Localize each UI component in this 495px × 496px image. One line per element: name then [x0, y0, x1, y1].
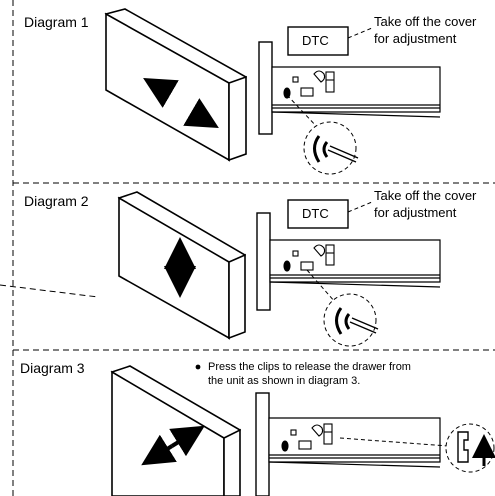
side-bracket — [255, 392, 270, 496]
slide-rail — [269, 239, 441, 288]
adjuster-clip — [283, 70, 335, 99]
panel-1-dtc-label: DTC — [302, 33, 329, 48]
panel-2-note-line-2: for adjustment — [374, 205, 457, 220]
side-bracket — [258, 41, 273, 135]
panel-2-note-line-1: Take off the cover — [374, 188, 477, 203]
panel-1-note-line-1: Take off the cover — [374, 14, 477, 29]
panel-2-drawings — [117, 191, 441, 347]
panel-3-title: Diagram 3 — [20, 360, 85, 376]
slide-rail — [271, 66, 441, 118]
bullet-dot — [195, 364, 201, 370]
panel-1-title: Diagram 1 — [24, 14, 89, 30]
panel-3-bullet-line-1: Press the clips to release the drawer fr… — [208, 361, 411, 373]
side-bracket — [256, 212, 271, 311]
drawer-front-panel — [104, 8, 247, 162]
panel-1-drawings — [104, 8, 441, 175]
dtc-box — [287, 26, 349, 56]
adjust-arrows-double — [141, 425, 205, 466]
panel-1-note-line-2: for adjustment — [374, 31, 457, 46]
slide-rail — [268, 417, 441, 468]
panel-3-drawings — [110, 364, 495, 496]
panel-2-dtc-label: DTC — [302, 206, 329, 221]
adjuster-clip — [281, 423, 333, 452]
panel-3-bullet-line-2: the unit as shown in diagram 3. — [208, 375, 361, 387]
zoom-detail-screwdriver — [303, 121, 359, 175]
zoom-detail-screwdriver — [323, 293, 379, 347]
zoom-detail-clip — [445, 423, 495, 473]
panel-2-title: Diagram 2 — [24, 193, 89, 209]
dtc-box — [287, 199, 349, 229]
drawer-front-panel — [117, 191, 246, 340]
adjust-arrows-diagonal — [143, 77, 219, 129]
